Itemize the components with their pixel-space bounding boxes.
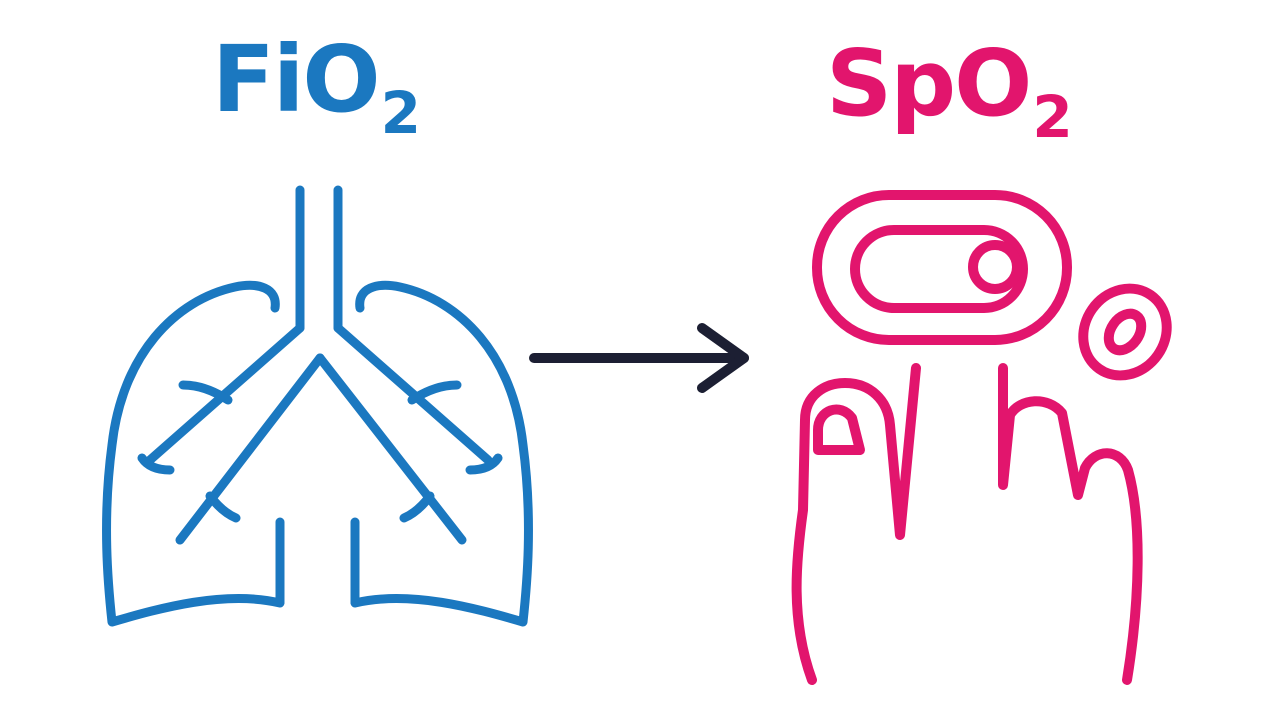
fio2-label-main: FiO — [212, 26, 381, 133]
right-branches — [399, 380, 503, 523]
spo2-label: SpO2 — [826, 38, 1073, 147]
arrow-right-icon — [529, 323, 749, 393]
arrow-head — [697, 323, 749, 393]
trachea-line — [295, 185, 343, 333]
pulse-oximeter-finger-icon — [791, 190, 1172, 685]
left-branches — [137, 380, 241, 523]
oximeter-display — [850, 225, 1028, 313]
right-lung-lobe — [350, 280, 533, 627]
spo2-label-subscript: 2 — [1032, 83, 1072, 151]
hand-outline — [791, 363, 1143, 685]
fio2-label: FiO2 — [212, 34, 421, 143]
bronchus-left — [145, 323, 325, 545]
oximeter-sensor-dot — [968, 240, 1022, 294]
fingernail — [813, 404, 865, 455]
signal-ring-outer — [1078, 283, 1172, 381]
spo2-label-main: SpO — [826, 30, 1032, 137]
oximeter-outer-housing — [812, 190, 1072, 345]
signal-ring-inner — [1103, 308, 1147, 356]
bronchus-right — [315, 323, 493, 545]
lungs-icon — [102, 185, 533, 627]
fio2-label-subscript: 2 — [380, 79, 421, 147]
left-lung-lobe — [102, 280, 285, 627]
